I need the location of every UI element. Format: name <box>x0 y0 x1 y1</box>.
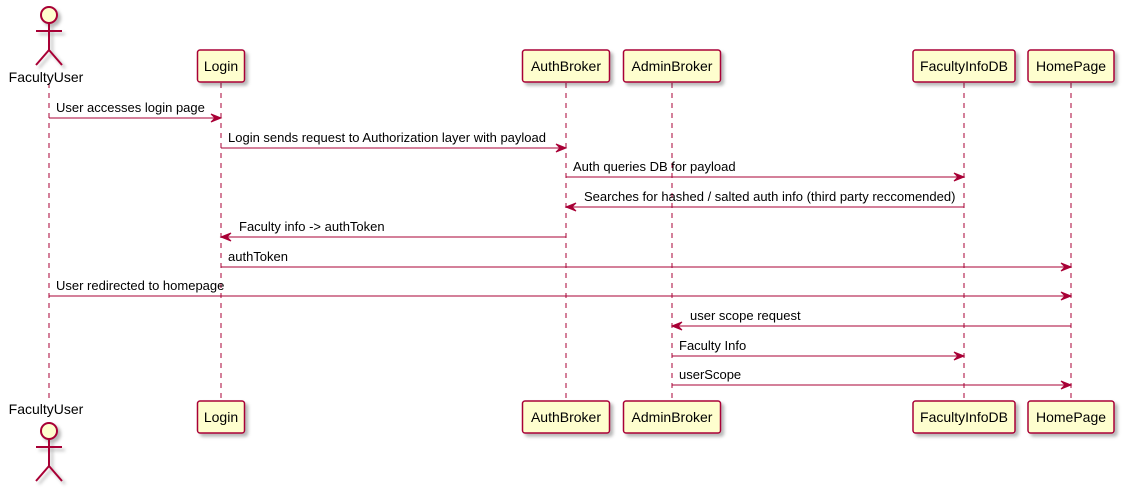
participant-box <box>196 49 246 83</box>
message-7: User redirected to homepage <box>49 278 1073 301</box>
message-label: authToken <box>228 249 288 264</box>
participant-label: HomePage <box>1036 409 1106 425</box>
lifelines <box>48 83 1072 401</box>
participant-homepage-top: HomePage <box>1027 49 1115 83</box>
arrowhead-icon <box>953 172 966 182</box>
participant-label: Login <box>204 409 238 425</box>
message-label: Login sends request to Authorization lay… <box>228 130 546 145</box>
arrowhead-icon <box>1060 291 1073 301</box>
participant-box <box>521 400 611 434</box>
participant-login-bottom: Login <box>196 400 246 434</box>
message-label: Searches for hashed / salted auth info (… <box>584 189 955 204</box>
participant-facultyinfodb-bottom: FacultyInfoDB <box>912 400 1016 434</box>
arrowhead-icon <box>219 232 232 242</box>
participant-box <box>196 400 246 434</box>
actor-figure-icon <box>35 6 63 66</box>
participant-label: FacultyUser <box>9 69 84 85</box>
participant-box <box>912 49 1016 83</box>
message-label: Faculty Info <box>679 338 746 353</box>
arrowhead-icon <box>1060 380 1073 390</box>
participant-authbroker-bottom: AuthBroker <box>521 400 611 434</box>
participant-label: HomePage <box>1036 58 1106 74</box>
actor-figure-icon <box>35 422 63 482</box>
arrowhead-icon <box>210 113 223 123</box>
participant-label: FacultyInfoDB <box>920 58 1008 74</box>
actor-facultyuser-top: FacultyUser <box>9 6 84 85</box>
participant-adminbroker-top: AdminBroker <box>622 49 722 83</box>
message-5: Faculty info -> authToken <box>219 219 566 242</box>
participant-label: FacultyUser <box>9 401 84 417</box>
participant-box <box>622 49 722 83</box>
message-6: authToken <box>221 249 1073 272</box>
participant-label: AdminBroker <box>632 58 713 74</box>
message-label: User accesses login page <box>56 100 205 115</box>
message-2: Login sends request to Authorization lay… <box>221 130 568 153</box>
message-label: user scope request <box>690 308 801 323</box>
arrowhead-icon <box>1060 262 1073 272</box>
message-label: userScope <box>679 367 741 382</box>
participant-box <box>1027 400 1115 434</box>
participant-label: FacultyInfoDB <box>920 409 1008 425</box>
participant-box <box>622 400 722 434</box>
participant-label: Login <box>204 58 238 74</box>
participant-facultyinfodb-top: FacultyInfoDB <box>912 49 1016 83</box>
message-9: Faculty Info <box>672 338 966 361</box>
participant-label: AuthBroker <box>531 58 601 74</box>
message-8: user scope request <box>670 308 1071 331</box>
participant-homepage-bottom: HomePage <box>1027 400 1115 434</box>
message-3: Auth queries DB for payload <box>566 159 966 182</box>
message-10: userScope <box>672 367 1073 390</box>
message-label: Faculty info -> authToken <box>239 219 385 234</box>
participant-box <box>1027 49 1115 83</box>
participant-authbroker-top: AuthBroker <box>521 49 611 83</box>
participant-label: AuthBroker <box>531 409 601 425</box>
participant-box <box>912 400 1016 434</box>
participant-adminbroker-bottom: AdminBroker <box>622 400 722 434</box>
participant-label: AdminBroker <box>632 409 713 425</box>
arrowhead-icon <box>555 143 568 153</box>
actor-facultyuser-bottom: FacultyUser <box>9 401 84 482</box>
message-1: User accesses login page <box>49 100 223 123</box>
arrowhead-icon <box>670 321 683 331</box>
message-label: User redirected to homepage <box>56 278 224 293</box>
message-4: Searches for hashed / salted auth info (… <box>564 189 964 212</box>
arrowhead-icon <box>564 202 577 212</box>
participant-box <box>521 49 611 83</box>
participants-top: FacultyUser Login AuthBroker AdminBroker Fac… <box>9 6 1115 85</box>
arrowhead-icon <box>953 351 966 361</box>
message-label: Auth queries DB for payload <box>573 159 736 174</box>
participant-login-top: Login <box>196 49 246 83</box>
